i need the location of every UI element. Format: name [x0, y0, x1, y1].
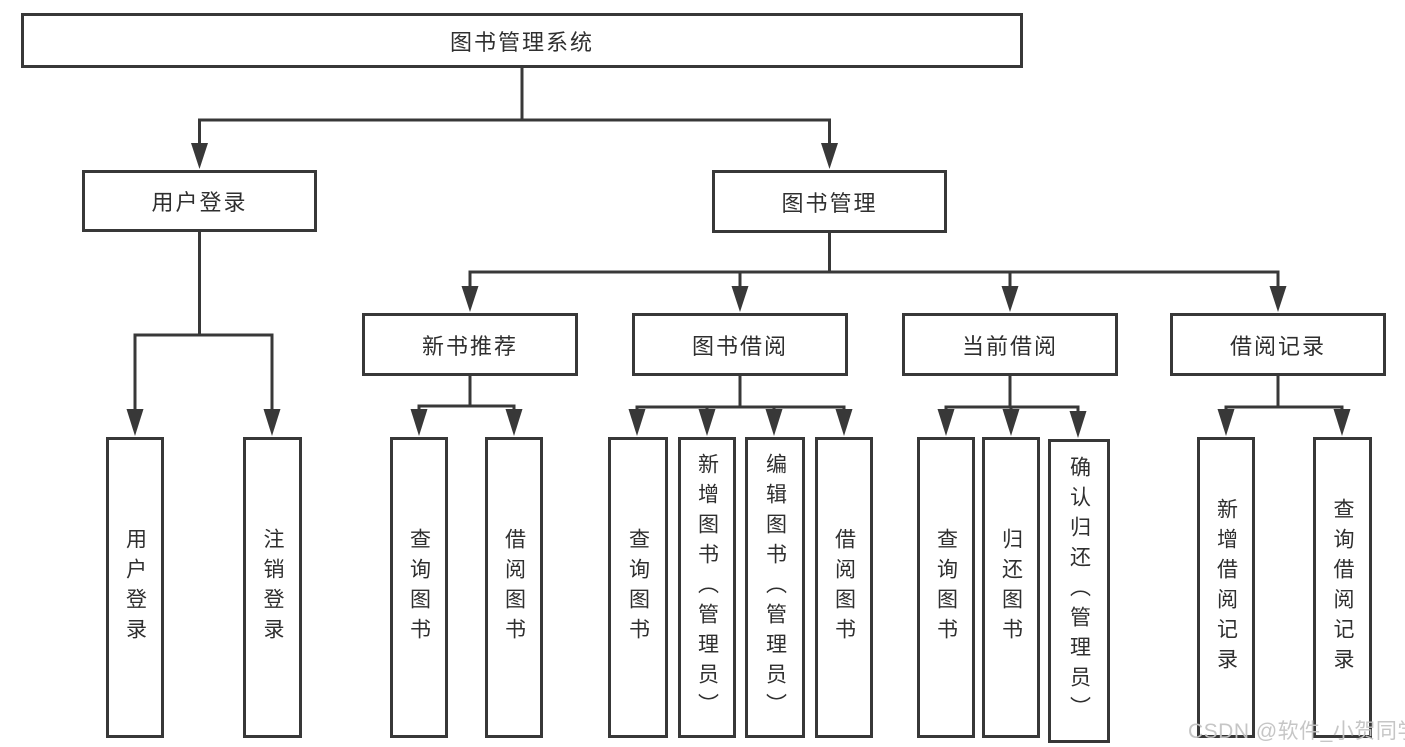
leaf-add-borrow-record: 新增借阅记录	[1197, 437, 1255, 738]
node-current-borrow: 当前借阅	[902, 313, 1118, 376]
edges-book-borrow	[628, 376, 853, 436]
leaf-logout: 注销登录	[243, 437, 302, 738]
node-book-borrow: 图书借阅	[632, 313, 848, 376]
leaf-user-login: 用户登录	[106, 437, 164, 738]
leaf-query-books-recommend: 查询图书	[390, 437, 448, 738]
edges-current-borrow	[937, 376, 1087, 438]
node-borrow-records: 借阅记录	[1170, 313, 1386, 376]
node-book-management: 图书管理	[712, 170, 947, 233]
leaf-query-books-current: 查询图书	[917, 437, 975, 738]
node-user-login: 用户登录	[82, 170, 317, 232]
leaf-borrow-books-borrow: 借阅图书	[815, 437, 873, 738]
node-new-book-recommend: 新书推荐	[362, 313, 578, 376]
leaf-confirm-return-admin: 确认归还（管理员）	[1048, 439, 1110, 743]
leaf-borrow-books-recommend: 借阅图书	[485, 437, 543, 738]
leaf-query-books-borrow: 查询图书	[608, 437, 668, 738]
leaf-edit-book-admin: 编辑图书（管理员）	[745, 437, 805, 738]
leaf-return-books: 归还图书	[982, 437, 1040, 738]
csdn-watermark: CSDN @软件_小贺同学	[1188, 720, 1405, 743]
edges-root	[191, 68, 838, 169]
edges-new-book-recommend	[410, 376, 523, 436]
node-root-library-system: 图书管理系统	[21, 13, 1023, 68]
edges-book-management	[461, 233, 1287, 312]
leaf-add-book-admin: 新增图书（管理员）	[678, 437, 736, 738]
leaf-query-borrow-record: 查询借阅记录	[1313, 437, 1372, 738]
edges-borrow-records	[1217, 376, 1351, 436]
edges-user-login	[126, 232, 281, 436]
